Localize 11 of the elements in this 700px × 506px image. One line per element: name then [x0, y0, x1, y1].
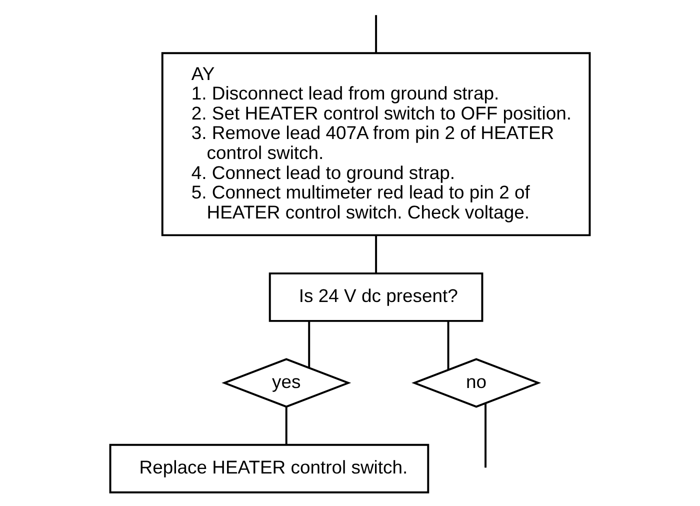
node-diamond: no — [412, 358, 542, 408]
connector — [375, 15, 378, 53]
node-diamond: yes — [222, 358, 352, 408]
node-box: Is 24 V dc present? — [268, 272, 484, 322]
connector — [447, 321, 450, 370]
connector — [484, 403, 487, 468]
connector — [285, 406, 288, 445]
connector — [308, 321, 310, 368]
node-box: AY 1. Disconnect lead from ground strap. 2. Set HEATER control switch to OFF position. 3. Remove lead 407A from pin 2 of HEATER control switch. 4. Connect lead to ground strap. 5. Connect multimeter red lead to pin 2 of HEATER control switch. Check voltage. — [161, 52, 591, 236]
node-box: Replace HEATER control switch. — [109, 444, 430, 494]
connector — [375, 235, 378, 273]
